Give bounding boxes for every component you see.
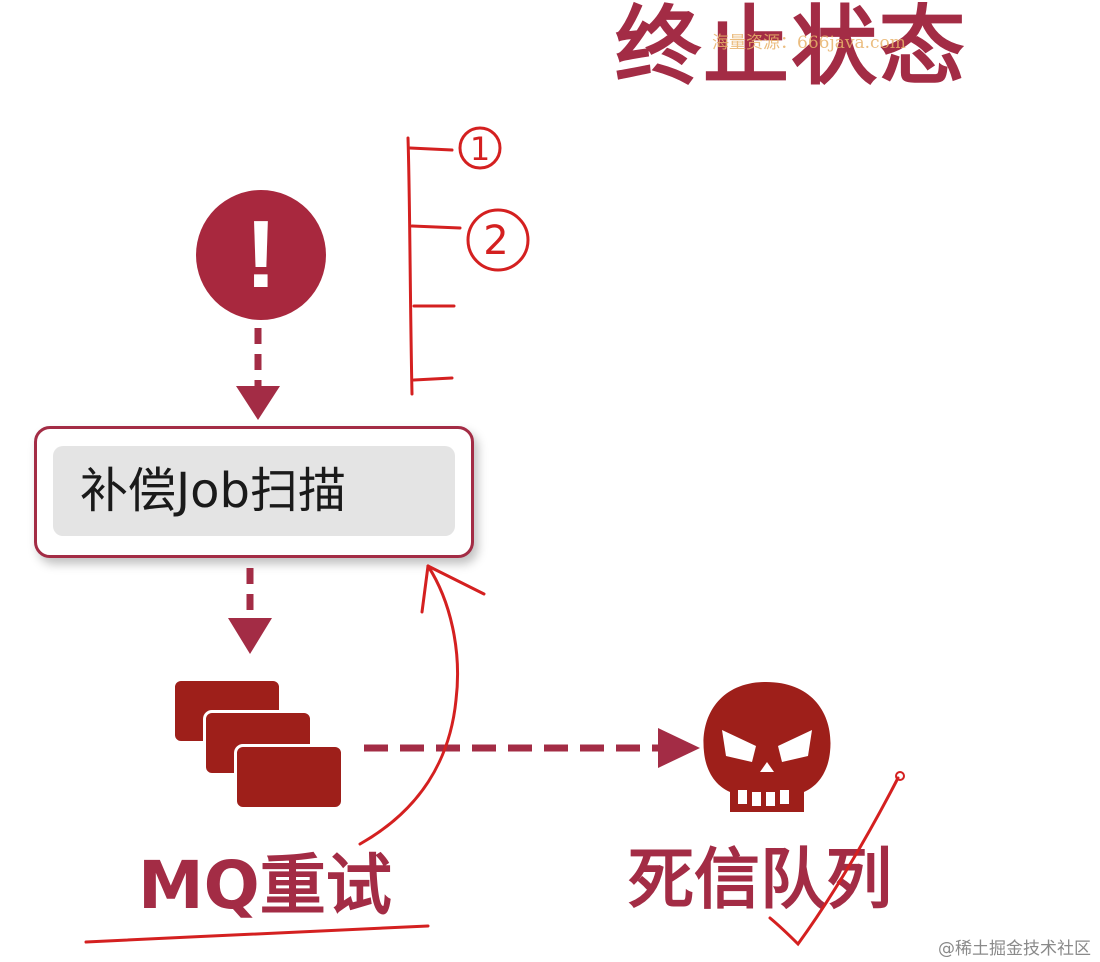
arrow-mq-to-dlq [364,728,700,768]
handwritten-number-2: 2 [466,208,530,272]
svg-text:2: 2 [483,218,508,264]
handwritten-check-mark [768,771,905,947]
watermark-bottom: @稀土掘金技术社区 [938,939,1091,959]
message-card-3 [234,744,344,810]
compensation-job-node: 补偿Job扫描 [34,426,474,558]
compensation-job-label: 补偿Job扫描 [80,463,346,519]
diagram-title: 终止状态 [615,0,967,97]
handwritten-number-1: 1 [458,126,502,170]
handwritten-retry-ticks [406,136,462,396]
arrow-job-to-mq [228,568,272,654]
skull-icon [703,682,831,812]
watermark-top: 海量资源：666java.com [712,33,906,53]
svg-text:1: 1 [470,130,490,168]
alert-symbol: ! [245,201,277,308]
arrow-alert-to-job [236,328,280,420]
dead-letter-queue-label: 死信队列 [628,841,892,918]
mq-retry-label: MQ重试 [138,847,392,924]
alert-icon: ! [196,190,326,320]
handwritten-retry-arrow [358,564,486,846]
handwritten-underline [84,924,430,944]
compensation-job-inner [53,446,455,536]
